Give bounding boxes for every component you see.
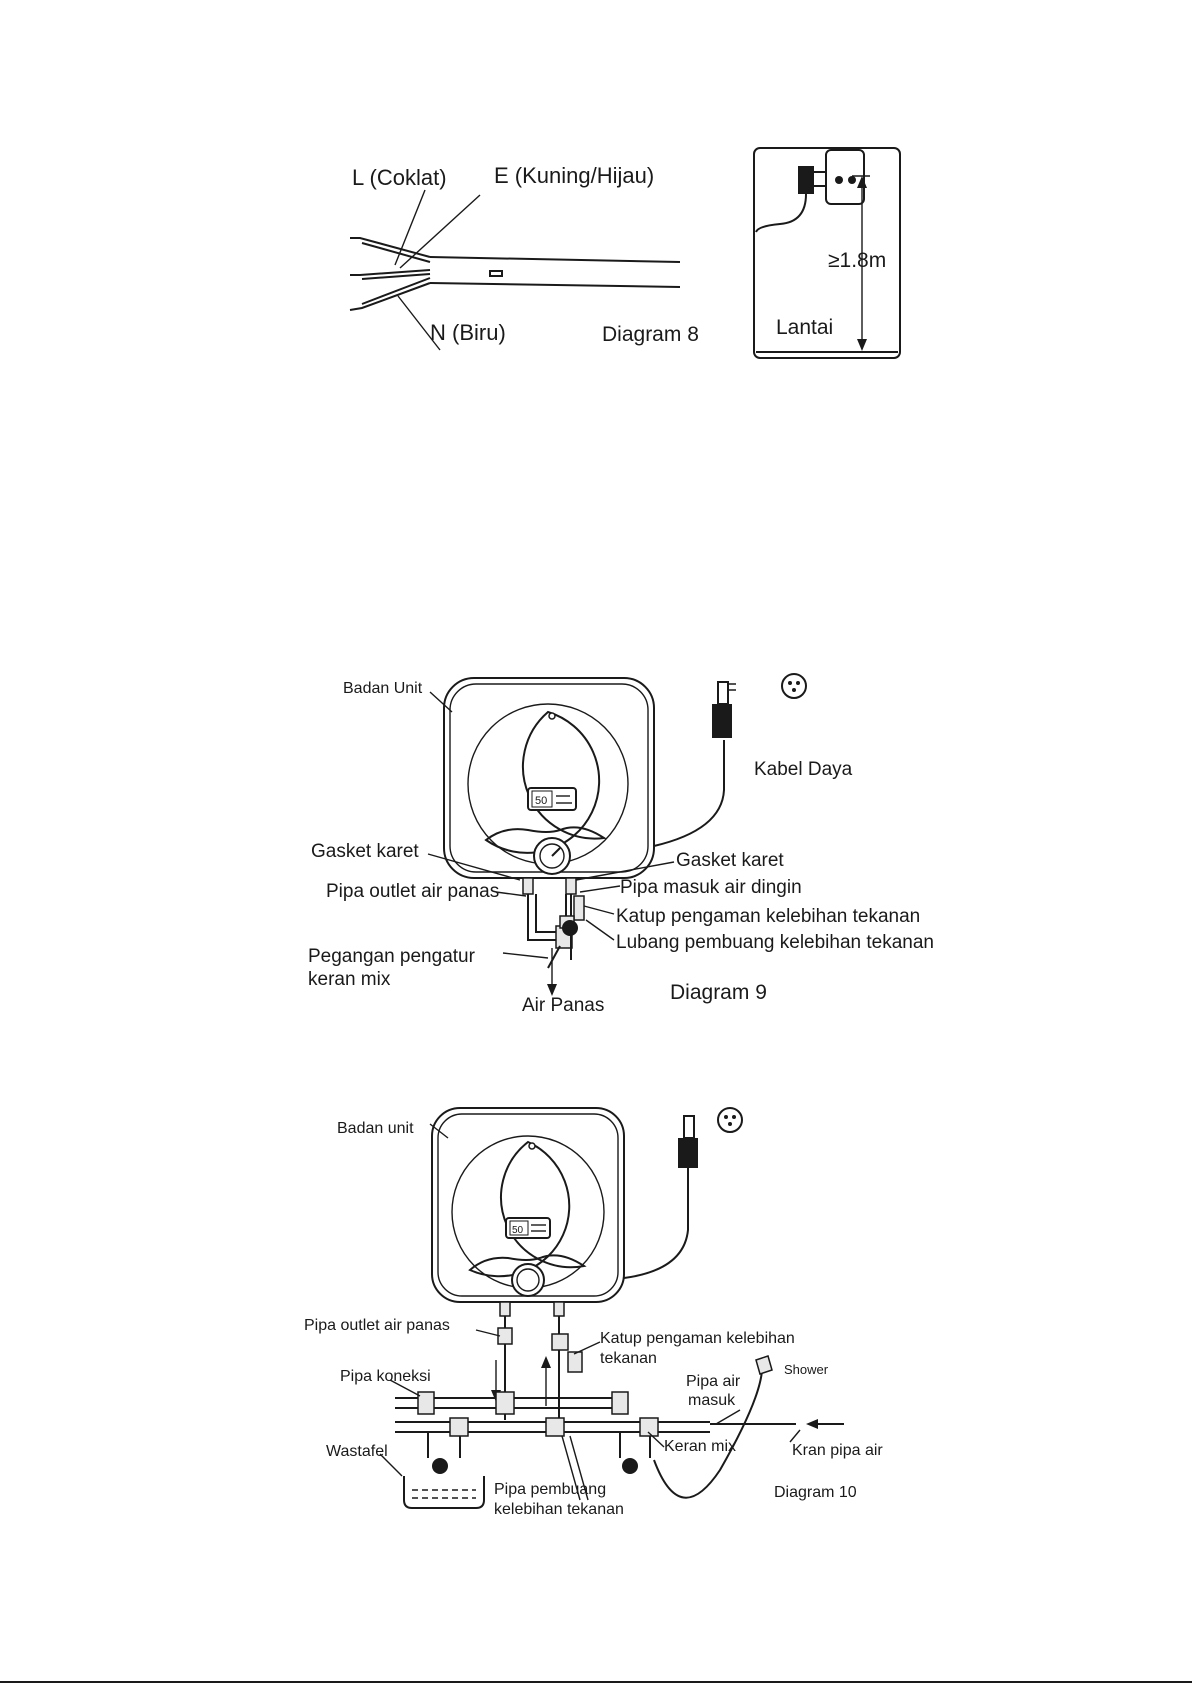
diagram-8-caption: Diagram 8 xyxy=(602,323,699,346)
power-cord xyxy=(653,673,807,847)
temperature-display: 50 xyxy=(505,1217,551,1239)
label-inlet-line1: Pipa air xyxy=(686,1373,741,1390)
label-hot-outlet: Pipa outlet air panas xyxy=(304,1317,450,1334)
label-gasket-right: Gasket karet xyxy=(676,850,784,871)
floor-label: Lantai xyxy=(776,316,833,339)
label-relief-valve-line1: Katup pengaman kelebihan xyxy=(600,1330,795,1347)
label-cold-inlet: Pipa masuk air dingin xyxy=(620,877,802,898)
wall-socket xyxy=(825,149,865,205)
diagram-9: 50 xyxy=(308,673,934,1016)
label-drain-line1: Pipa pembuang xyxy=(494,1481,606,1498)
power-cable-drawing xyxy=(349,189,681,351)
label-inlet-line2: masuk xyxy=(688,1392,736,1409)
wire-label-L: L (Coklat) xyxy=(352,165,447,190)
plug-icon xyxy=(755,166,826,233)
label-water-tap: Kran pipa air xyxy=(792,1442,883,1459)
plumbing-9 xyxy=(522,877,585,996)
label-relief-valve: Katup pengaman kelebihan tekanan xyxy=(616,906,920,927)
sink-basin xyxy=(403,1476,485,1509)
label-power-cable: Kabel Daya xyxy=(754,759,853,780)
power-cord-10 xyxy=(623,1107,743,1279)
height-arrow xyxy=(852,175,870,351)
label-shower: Shower xyxy=(784,1362,829,1377)
outlet-icon xyxy=(717,1107,743,1133)
label-hot-water: Air Panas xyxy=(522,995,604,1016)
shower-head-icon xyxy=(755,1355,773,1375)
drain-pipe xyxy=(561,1435,581,1501)
label-unit-body: Badan unit xyxy=(337,1120,414,1137)
label-mix-handle-line1: Pegangan pengatur xyxy=(308,946,476,967)
wire-label-E: E (Kuning/Hijau) xyxy=(494,163,654,188)
diagram-10-caption: Diagram 10 xyxy=(774,1484,857,1501)
label-connection-pipe: Pipa koneksi xyxy=(340,1368,431,1385)
mix-handle xyxy=(547,945,561,969)
heater-unit-10: 50 xyxy=(431,1107,625,1303)
socket-height-panel: ≥1.8m Lantai xyxy=(753,147,901,359)
label-mix-handle-line2: keran mix xyxy=(308,969,391,990)
cord-plug-housing xyxy=(712,704,732,738)
heater-unit: 50 xyxy=(443,677,655,879)
height-label: ≥1.8m xyxy=(828,249,886,272)
leaders-9 xyxy=(427,691,675,959)
label-sink: Wastafel xyxy=(326,1443,388,1460)
label-gasket-left: Gasket karet xyxy=(311,841,419,862)
display-value: 50 xyxy=(512,1225,524,1236)
label-unit-body: Badan Unit xyxy=(343,680,423,697)
temperature-display: 50 xyxy=(527,787,577,811)
leaders-10 xyxy=(379,1123,801,1477)
label-hot-outlet: Pipa outlet air panas xyxy=(326,881,499,902)
diagram-8: L (Coklat) E (Kuning/Hijau) N (Biru) Dia… xyxy=(349,163,699,351)
outlet-icon xyxy=(781,673,807,699)
wire-label-N: N (Biru) xyxy=(430,320,506,345)
diagram-9-caption: Diagram 9 xyxy=(670,981,767,1004)
shower-hose xyxy=(653,1369,763,1499)
plumbing-10 xyxy=(395,1301,844,1509)
relief-valve-body xyxy=(573,895,585,921)
display-value: 50 xyxy=(535,795,547,807)
relief-valve-body xyxy=(567,1351,583,1373)
label-relief-hole: Lubang pembuang kelebihan tekanan xyxy=(616,932,934,953)
cable-marker xyxy=(489,270,503,277)
label-drain-line2: kelebihan tekanan xyxy=(494,1501,624,1518)
label-relief-valve-line2: tekanan xyxy=(600,1350,657,1367)
diagram-10: 50 xyxy=(304,1107,883,1518)
label-mix-tap: Keran mix xyxy=(664,1438,736,1455)
